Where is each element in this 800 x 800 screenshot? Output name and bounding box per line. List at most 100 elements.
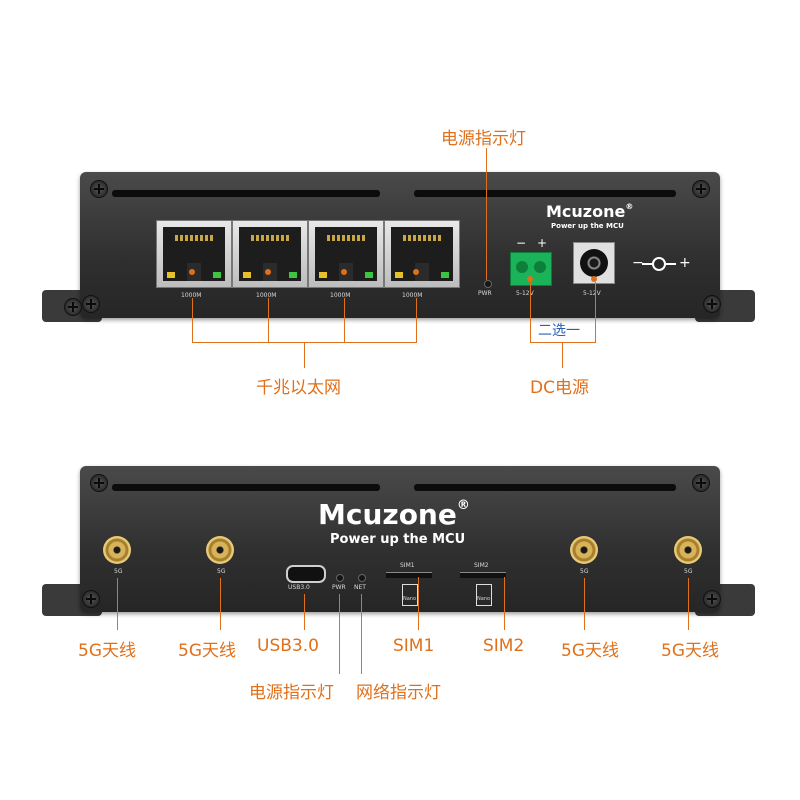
sim1-nano-label: Nano	[403, 596, 417, 602]
flange-screw-left	[64, 298, 82, 316]
port-label-2: 1000M	[256, 292, 277, 299]
sim1-slot[interactable]	[386, 572, 432, 578]
callout-bottom-power-indicator: 电源指示灯	[249, 683, 334, 703]
callout-antenna-4: 5G天线	[661, 641, 719, 661]
callout-antenna-2: 5G天线	[178, 641, 236, 661]
callout-line-ports-stem	[304, 342, 305, 368]
terminal-plus-label: +	[537, 236, 548, 250]
usb-port[interactable]	[286, 565, 326, 583]
dc-jack[interactable]	[573, 242, 615, 284]
callout-dot-jack	[591, 276, 597, 282]
callout-line-port-3	[344, 298, 345, 342]
usb-label: USB3.0	[288, 584, 310, 591]
callout-line-terminal	[530, 282, 531, 342]
bottom-screw-left-upper	[90, 474, 108, 492]
port-label-4: 1000M	[402, 292, 423, 299]
callout-line-antenna-2	[220, 578, 221, 630]
callout-dc-power: DC电源	[530, 378, 589, 398]
callout-line-antenna-3	[584, 578, 585, 630]
callout-network-indicator: 网络指示灯	[356, 683, 441, 703]
jack-voltage-label: 5-12V	[583, 290, 601, 297]
callout-line-power-indicator	[486, 148, 487, 280]
top-brand-logo: Mcuzone®	[546, 202, 633, 221]
dc-polarity-icon	[642, 257, 676, 271]
bottom-screw-right-lower	[703, 590, 721, 608]
ethernet-port-1[interactable]	[156, 220, 232, 288]
callout-sim2: SIM2	[483, 636, 525, 656]
antenna-label-2: 5G	[217, 568, 226, 575]
sim2-slot[interactable]	[460, 572, 506, 578]
callout-line-usb	[304, 594, 305, 630]
top-power-led	[484, 280, 492, 288]
callout-line-port-4	[416, 298, 417, 342]
sma-antenna-connector-2[interactable]	[206, 536, 234, 564]
sma-antenna-connector-3[interactable]	[570, 536, 598, 564]
callout-gigabit-ethernet: 千兆以太网	[256, 378, 341, 398]
sim2-label: SIM2	[474, 562, 489, 569]
callout-top-power-indicator: 电源指示灯	[441, 129, 526, 149]
callout-usb: USB3.0	[257, 636, 319, 656]
sim2-card-icon	[476, 584, 492, 606]
top-tagline: Power up the MCU	[551, 222, 624, 230]
callout-dot-port-2	[265, 269, 271, 275]
bottom-vent-slot-left	[112, 484, 380, 491]
callout-dot-terminal	[527, 276, 533, 282]
callout-dot-port-4	[413, 269, 419, 275]
callout-dot-port-3	[341, 269, 347, 275]
port-cavity	[315, 227, 377, 281]
top-vent-slot-right	[414, 190, 676, 197]
callout-dot-port-1	[189, 269, 195, 275]
dc-symbol-plus: +	[679, 255, 691, 271]
callout-line-sim1	[418, 577, 419, 630]
sim1-card-icon	[402, 584, 418, 606]
callout-line-network-led	[361, 594, 362, 674]
top-screw-left-lower	[82, 295, 100, 313]
top-registered-mark: ®	[625, 202, 634, 211]
bottom-brand-text: Mcuzone	[318, 498, 457, 531]
ethernet-port-3[interactable]	[308, 220, 384, 288]
port-label-1: 1000M	[181, 292, 202, 299]
bottom-pwr-label: PWR	[332, 584, 346, 591]
callout-sim1: SIM1	[393, 636, 435, 656]
sma-antenna-connector-1[interactable]	[103, 536, 131, 564]
callout-line-power-led	[339, 594, 340, 674]
top-screw-right-lower	[703, 295, 721, 313]
bottom-screw-right-upper	[692, 474, 710, 492]
callout-line-dc-stem	[562, 342, 563, 368]
callout-antenna-3: 5G天线	[561, 641, 619, 661]
sim2-nano-label: Nano	[477, 596, 491, 602]
antenna-label-3: 5G	[580, 568, 589, 575]
callout-line-antenna-4	[688, 578, 689, 630]
antenna-label-1: 5G	[114, 568, 123, 575]
top-vent-slot-left	[112, 190, 380, 197]
port-cavity	[391, 227, 453, 281]
bottom-network-led	[358, 574, 366, 582]
callout-line-sim2	[504, 577, 505, 630]
bottom-power-led	[336, 574, 344, 582]
top-screw-left-upper	[90, 180, 108, 198]
top-brand-text: Mcuzone	[546, 202, 626, 221]
callout-line-port-2	[268, 298, 269, 342]
top-screw-right-upper	[692, 180, 710, 198]
dc-symbol-minus: −	[632, 255, 644, 271]
ethernet-port-4[interactable]	[384, 220, 460, 288]
terminal-voltage-label: 5-12V	[516, 290, 534, 297]
sma-antenna-connector-4[interactable]	[674, 536, 702, 564]
antenna-label-4: 5G	[684, 568, 693, 575]
bottom-registered-mark: ®	[456, 498, 470, 513]
top-pwr-label: PWR	[478, 290, 492, 297]
callout-line-antenna-1	[117, 578, 118, 630]
callout-line-jack	[595, 282, 596, 342]
bottom-brand-logo: Mcuzone®	[318, 498, 470, 531]
callout-line-port-1	[192, 298, 193, 342]
terminal-minus-label: −	[516, 236, 527, 250]
bottom-tagline: Power up the MCU	[330, 532, 466, 547]
port-label-3: 1000M	[330, 292, 351, 299]
ethernet-port-2[interactable]	[232, 220, 308, 288]
bottom-net-label: NET	[354, 584, 366, 591]
callout-antenna-1: 5G天线	[78, 641, 136, 661]
bottom-screw-left-lower	[82, 590, 100, 608]
callout-choose-one: 二选一	[538, 323, 580, 339]
callout-line-dc-bar	[530, 342, 596, 343]
bottom-vent-slot-right	[414, 484, 676, 491]
